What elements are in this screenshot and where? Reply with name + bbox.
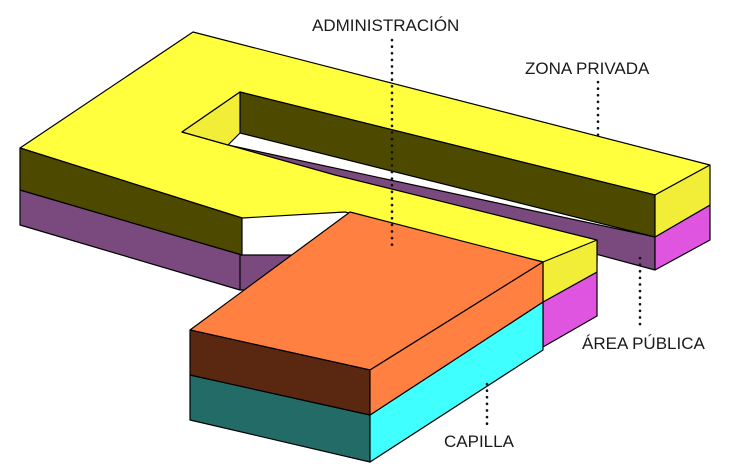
label-capilla: CAPILLA <box>444 432 515 451</box>
private-inner-wall-light <box>181 91 241 146</box>
private-zone-layer <box>19 31 711 303</box>
private-end-face <box>654 164 711 238</box>
label-zona-privada: ZONA PRIVADA <box>525 59 650 78</box>
administration-volume <box>189 211 544 416</box>
label-administracion: ADMINISTRACIÓN <box>312 16 459 35</box>
label-area-publica: ÁREA PÚBLICA <box>582 334 705 353</box>
private-front-face <box>19 147 243 256</box>
admin-side-face <box>369 261 544 416</box>
